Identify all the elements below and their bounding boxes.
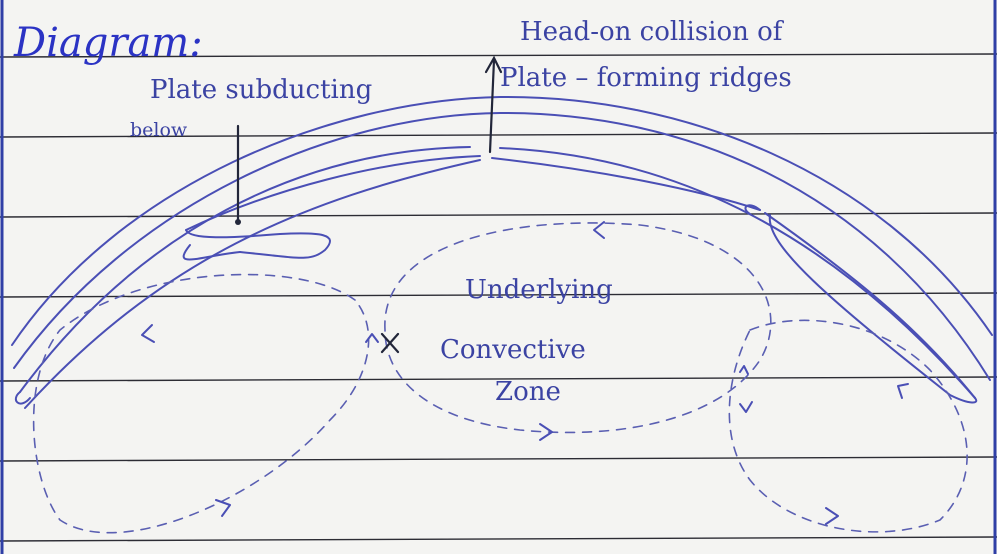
arrow-right-cell-top [897,383,909,399]
label-head-on-collision: Head-on collision of [520,17,785,47]
label-plate-subducting-below: below [130,119,188,141]
left-plate [14,155,481,405]
ruled-lines [0,53,997,542]
arrow-left-cell [141,324,155,343]
pointer-collision-arrowhead [484,55,503,74]
arrow-right-down [739,401,753,413]
label-convective: Convective [440,335,586,365]
diagram-heading: Diagram: [13,20,203,66]
arrow-right-up [739,365,749,375]
cell-arrows [141,221,909,525]
arrow-center-top [593,221,605,239]
arrow-left-cell-bottom [215,499,231,517]
label-forming-ridges: Plate – forming ridges [500,63,792,93]
plate-arcs [11,95,993,409]
label-zone: Zone [495,377,561,407]
pointer-collision [488,58,496,154]
label-underlying: Underlying [465,275,613,305]
label-plate-subducting: Plate subducting [150,75,372,105]
junction-arrow [365,333,379,343]
convection-cells [32,222,968,534]
arrow-center-bottom [539,423,553,441]
junction-mark [380,332,400,354]
pointer-subducting-dot [235,219,241,225]
right-plate [491,157,978,404]
arrow-right-cell-bottom [825,507,839,525]
